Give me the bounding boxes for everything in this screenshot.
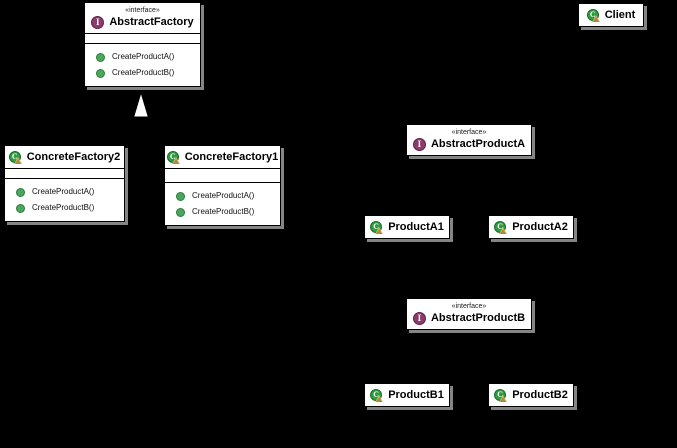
operation-icon [16,203,25,213]
class-name-label: ProductA1 [388,221,444,233]
node-client[interactable]: C Client [578,3,644,27]
name-row: C ConcreteFactory2 [8,150,121,164]
generalization-arrowhead-abstractfactory [134,94,148,117]
node-product-a2[interactable]: C ProductA2 [488,215,574,239]
generalization-concretefactory1-to-abstractfactory [140,116,222,145]
class-name-label: ProductB1 [388,389,444,401]
realization-producta1-to-abstractproducta [406,160,471,215]
node-header: C ProductA1 [365,216,449,238]
node-header: «interface» I AbstractProductA [407,125,531,155]
name-row: C ProductA2 [494,220,568,234]
operation-icon [16,187,25,197]
interface-icon: I [412,137,426,151]
class-name-label: ConcreteFactory1 [184,151,279,163]
operations-compartment: CreateProductA() CreateProductB() [5,178,124,221]
name-row: C ProductB2 [494,388,568,402]
stereotype-label: «interface» [451,129,487,136]
operation-label: CreateProductA() [112,52,175,61]
operation-row[interactable]: CreateProductA() [165,188,280,204]
operations-compartment: CreateProductA() CreateProductB() [85,43,200,86]
name-row: C Client [585,8,637,22]
node-concrete-factory2[interactable]: C ConcreteFactory2 CreateProductA() Crea… [4,145,125,222]
attributes-compartment [5,168,124,178]
operation-icon [176,191,185,201]
node-product-b2[interactable]: C ProductB2 [488,383,574,407]
node-product-b1[interactable]: C ProductB1 [364,383,450,407]
class-name-label: AbstractProductA [430,138,526,150]
operation-label: CreateProductB() [192,207,255,216]
node-product-a1[interactable]: C ProductA1 [364,215,450,239]
node-abstract-factory[interactable]: «interface» I AbstractFactory CreateProd… [84,2,201,87]
operation-icon [96,52,105,62]
operation-row[interactable]: CreateProductB() [5,200,124,216]
node-header: C ProductB1 [365,384,449,406]
class-icon: C [494,388,508,402]
name-row: C ConcreteFactory1 [166,150,278,164]
node-header: C ProductB2 [489,384,573,406]
generalization-concretefactory2-to-abstractfactory [63,116,142,145]
attributes-compartment [85,33,200,43]
node-abstract-product-a[interactable]: «interface» I AbstractProductA [406,124,532,156]
class-name-label: AbstractProductB [430,312,526,324]
operation-label: CreateProductB() [32,203,95,212]
class-name-label: AbstractFactory [109,16,194,28]
operation-icon [176,207,185,217]
class-name-label: ProductA2 [512,221,568,233]
node-concrete-factory1[interactable]: C ConcreteFactory1 CreateProductA() Crea… [164,145,281,226]
operation-label: CreateProductA() [192,191,255,200]
interface-icon: I [91,15,105,29]
realization-producta2-to-abstractproducta [469,160,531,215]
node-header: C ProductA2 [489,216,573,238]
name-row: C ProductB1 [370,388,444,402]
node-header: C ConcreteFactory1 [165,146,280,168]
realization-productb1-to-abstractproductb [406,334,471,383]
name-row: I AbstractFactory [91,15,194,29]
name-row: I AbstractProductA [412,137,526,151]
operation-row[interactable]: CreateProductB() [85,65,200,81]
stereotype-label: «interface» [451,303,487,310]
node-abstract-product-b[interactable]: «interface» I AbstractProductB [406,298,532,330]
operation-row[interactable]: CreateProductB() [165,204,280,220]
attributes-compartment [165,168,280,182]
node-header: C Client [579,4,643,26]
stereotype-label: «interface» [125,7,160,14]
class-icon: C [494,220,508,234]
class-icon: C [8,150,22,164]
operations-compartment: CreateProductA() CreateProductB() [165,182,280,225]
operation-icon [96,68,105,78]
class-icon: C [370,388,384,402]
operation-label: CreateProductA() [32,187,95,196]
class-icon: C [586,8,600,22]
operation-row[interactable]: CreateProductA() [85,49,200,65]
name-row: C ProductA1 [370,220,444,234]
class-icon: C [370,220,384,234]
class-icon: C [166,150,180,164]
class-name-label: ProductB2 [512,389,568,401]
node-header: C ConcreteFactory2 [5,146,124,168]
class-name-label: Client [604,9,636,21]
class-name-label: ConcreteFactory2 [26,151,121,163]
name-row: I AbstractProductB [412,311,526,325]
interface-icon: I [412,311,426,325]
operation-row[interactable]: CreateProductA() [5,184,124,200]
operation-label: CreateProductB() [112,68,175,77]
realization-productb2-to-abstractproductb [469,334,531,383]
node-header: «interface» I AbstractFactory [85,3,200,33]
node-header: «interface» I AbstractProductB [407,299,531,329]
